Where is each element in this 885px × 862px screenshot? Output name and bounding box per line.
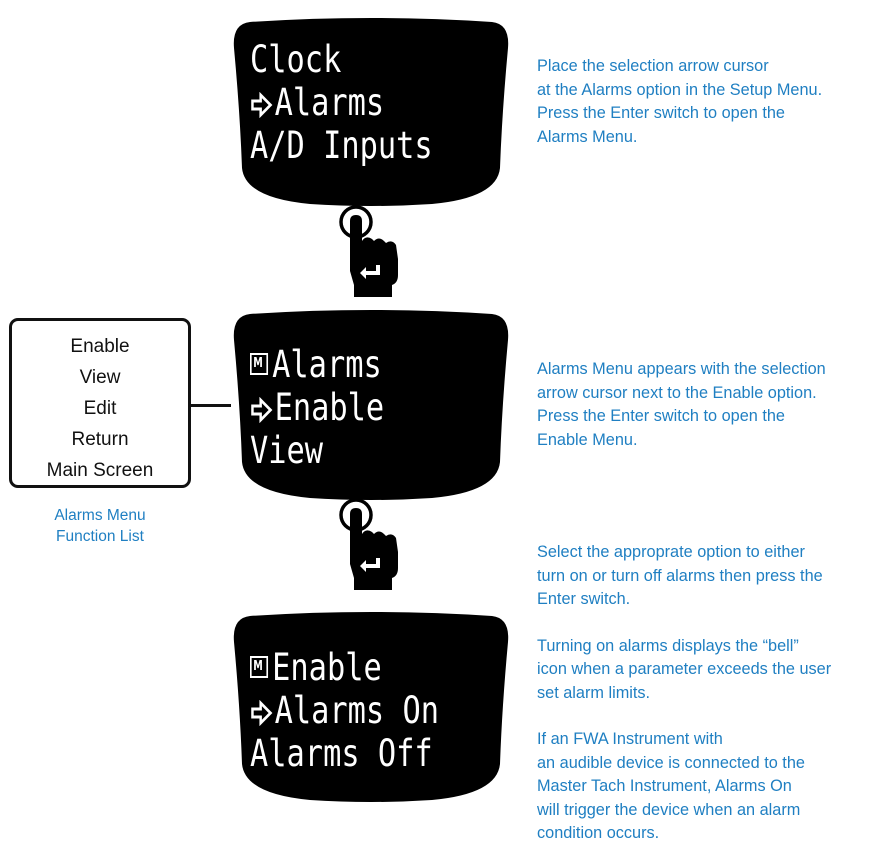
note-line: Alarms Menu.: [537, 127, 638, 146]
arrow-cursor-icon: [251, 699, 273, 726]
caption-line: Function List: [56, 528, 144, 545]
screen-line: A/D Inputs: [250, 124, 433, 167]
screen-line-selected: Alarms On: [250, 691, 455, 731]
note-line: condition occurs.: [537, 824, 660, 842]
note-line: Place the selection arrow cursor: [537, 57, 769, 75]
arrow-cursor-icon: [251, 91, 273, 118]
display-screen-alarms-menu: [233, 310, 509, 500]
step-2-note: Alarms Menu appears with the selection a…: [537, 358, 882, 452]
note-line: an audible device is connected to the: [537, 753, 805, 772]
note-line: Press the Enter switch to open the: [537, 104, 785, 122]
enter-hand-icon: [339, 205, 398, 297]
note-line: set alarm limits.: [537, 683, 651, 702]
screen-line-title: Alarms: [250, 345, 455, 385]
note-line: Alarms Menu appears with the selection: [537, 360, 826, 378]
step-3-note: Select the approprate option to either t…: [537, 541, 882, 846]
connector-line: [191, 404, 231, 407]
function-list-item: Return: [71, 429, 129, 450]
function-list-box: Enable View Edit Return Main Screen: [9, 318, 191, 488]
screen-1-text: Clock Alarms A/D Inputs: [250, 40, 500, 170]
arrow-cursor-icon: [251, 396, 273, 423]
note-line: Enable Menu.: [537, 430, 638, 449]
screen-line-title: Enable: [250, 648, 455, 688]
menu-icon: [250, 655, 269, 678]
function-list-item: Enable: [70, 336, 130, 357]
function-list-item: Main Screen: [46, 460, 154, 481]
note-line: at the Alarms option in the Setup Menu.: [537, 80, 823, 99]
function-list-caption: Alarms Menu Function List: [20, 505, 180, 547]
note-line: If an FWA Instrument with: [537, 730, 723, 748]
screen-3-text: Enable Alarms On Alarms Off: [250, 648, 500, 778]
screen-line-selected: Enable: [250, 388, 455, 428]
function-list-item: View: [79, 367, 121, 388]
screen-line: Alarms Off: [250, 732, 433, 775]
note-line: will trigger the device when an alarm: [537, 800, 801, 819]
note-line: Turning on alarms displays the “bell”: [537, 636, 799, 655]
step-1-note: Place the selection arrow cursor at the …: [537, 55, 882, 149]
function-list-item: Edit: [83, 398, 117, 419]
note-line: Enter switch.: [537, 590, 631, 608]
note-line: Select the approprate option to either: [537, 543, 805, 561]
screen-2-text: Alarms Enable View: [250, 345, 500, 475]
note-line: turn on or turn off alarms then press th…: [537, 566, 823, 585]
caption-line: Alarms Menu: [54, 507, 146, 524]
enter-hand-icon: [339, 498, 398, 590]
menu-icon: [250, 352, 269, 375]
screen-line: View: [250, 429, 324, 472]
note-line: arrow cursor next to the Enable option.: [537, 383, 817, 402]
note-line: Press the Enter switch to open the: [537, 407, 785, 425]
note-line: icon when a parameter exceeds the user: [537, 660, 832, 678]
note-line: Master Tach Instrument, Alarms On: [537, 777, 792, 795]
display-screen-setup-menu: [233, 18, 509, 206]
screen-line: Clock: [250, 38, 342, 81]
screen-line-selected: Alarms: [250, 83, 455, 123]
display-screen-enable-menu: [233, 612, 509, 802]
